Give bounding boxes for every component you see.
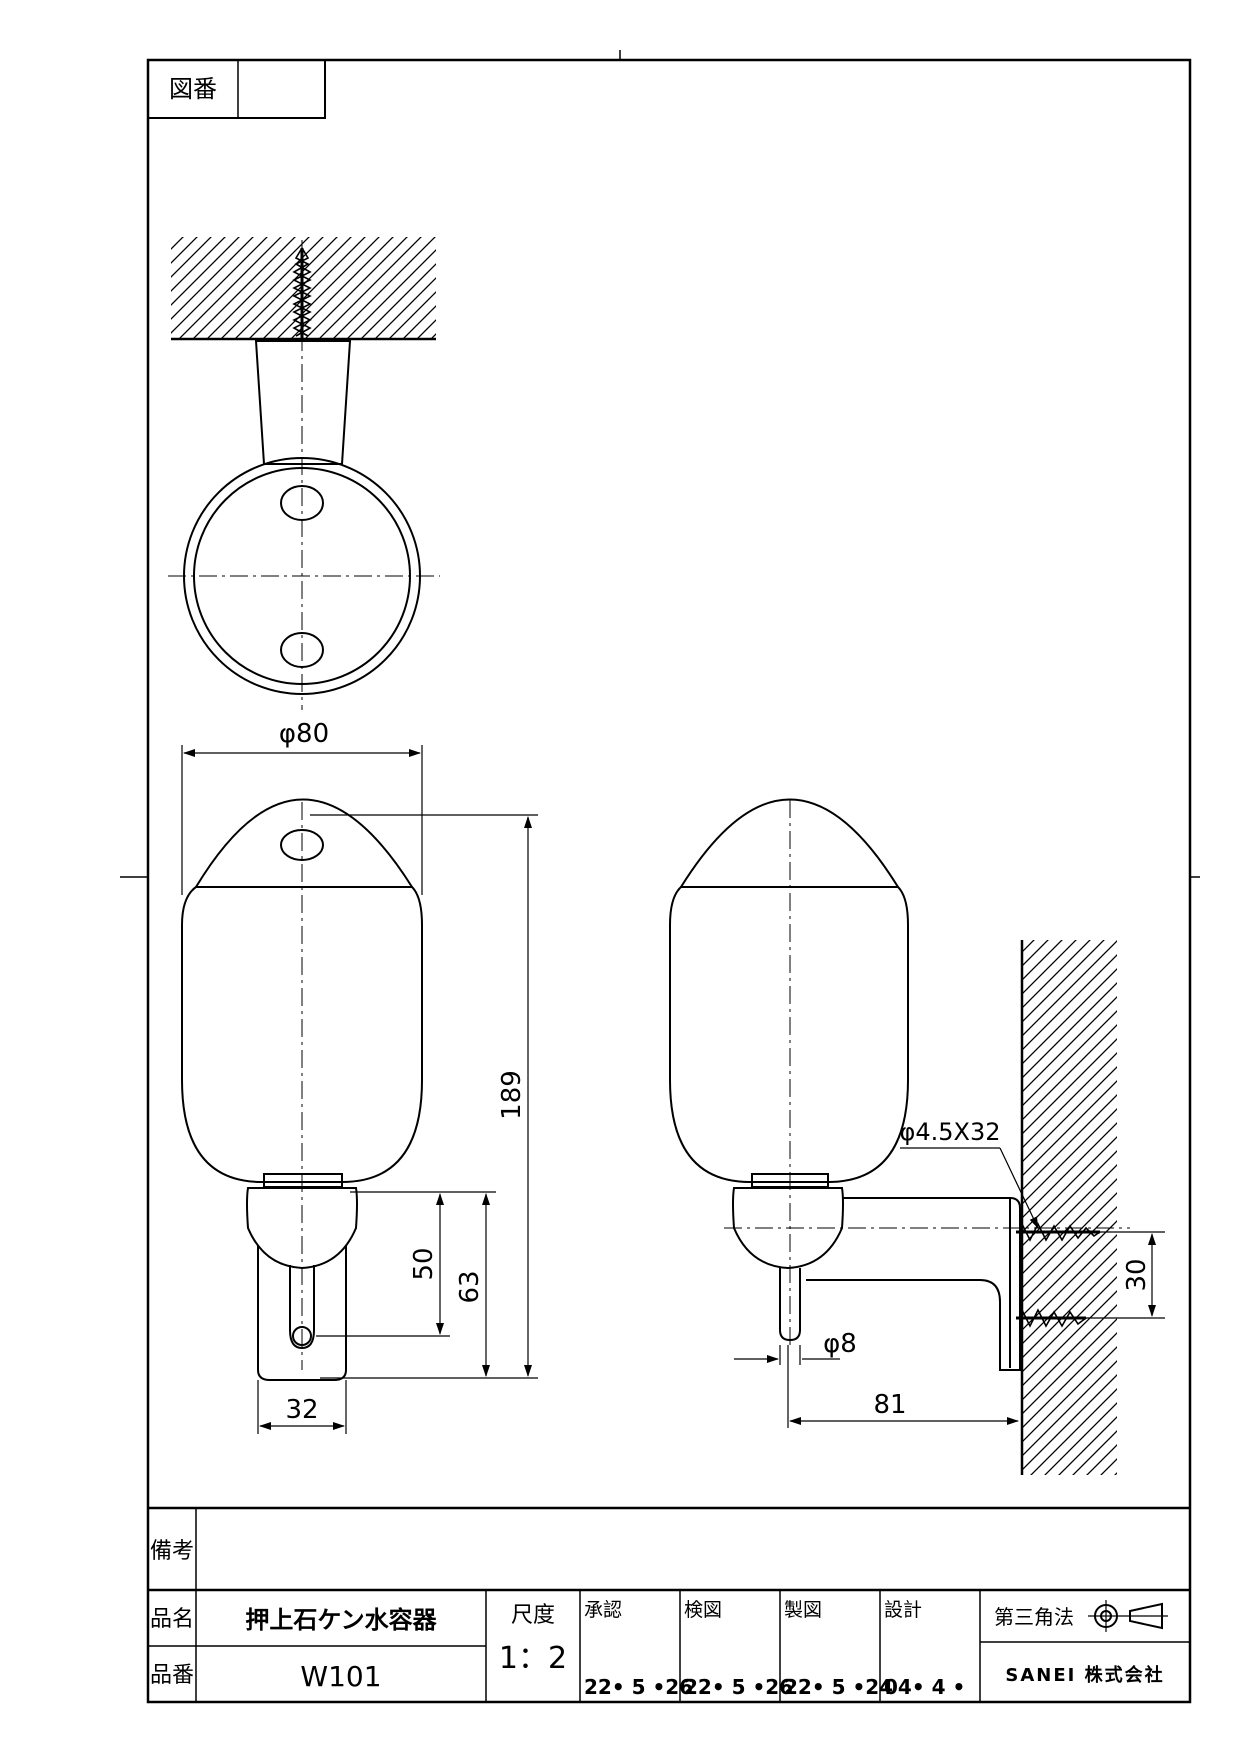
product-number-label: 品番: [150, 1663, 194, 1688]
screws-side-view: [1016, 1222, 1101, 1328]
side-view: [669, 798, 1130, 1371]
check-label: 検図: [684, 1599, 722, 1621]
dim-screw: φ4.5X32: [900, 1118, 1001, 1146]
scale-value: 1：2: [499, 1641, 567, 1676]
design-date: 04• 4 •: [884, 1675, 965, 1699]
wall-hatch-side: [1022, 940, 1117, 1475]
dim-height-189: 189: [497, 1070, 527, 1120]
dim-screw-pitch-30: 30: [1122, 1258, 1152, 1291]
frame-center-marks: [120, 50, 1200, 878]
front-dimensions: [181, 745, 538, 1434]
third-angle-projection-icon: [1088, 1600, 1168, 1632]
approval-label: 承認: [584, 1599, 622, 1621]
dim-projection-81: 81: [873, 1390, 906, 1420]
top-view: [168, 237, 440, 710]
product-name-label: 品名: [150, 1607, 194, 1632]
drawn-date: 22• 5 •24: [784, 1675, 893, 1699]
dim-shaft-diameter: φ8: [823, 1329, 857, 1359]
design-label: 設計: [884, 1599, 922, 1621]
remarks-label: 備考: [150, 1539, 194, 1564]
drawn-label: 製図: [784, 1599, 822, 1621]
approval-date: 22• 5 •26: [584, 1675, 693, 1699]
check-date: 22• 5 •26: [684, 1675, 793, 1699]
front-view: [181, 798, 423, 1381]
product-name: 押上石ケン水容器: [245, 1606, 437, 1634]
projection-label: 第三角法: [994, 1605, 1074, 1629]
drawing-number-label: 図番: [169, 75, 217, 103]
title-block: [148, 1506, 1190, 1702]
product-number: W101: [300, 1660, 381, 1693]
scale-label: 尺度: [511, 1603, 555, 1628]
dim-63: 63: [455, 1270, 485, 1303]
drawing-number-box: 図番: [148, 60, 326, 119]
dim-diameter-80: φ80: [279, 719, 329, 749]
company-name: SANEI 株式会社: [1005, 1664, 1164, 1686]
dim-32: 32: [285, 1395, 318, 1425]
dim-50: 50: [409, 1247, 439, 1280]
side-dimensions: [734, 1147, 1165, 1428]
drawing-frame: [146, 58, 1192, 1704]
